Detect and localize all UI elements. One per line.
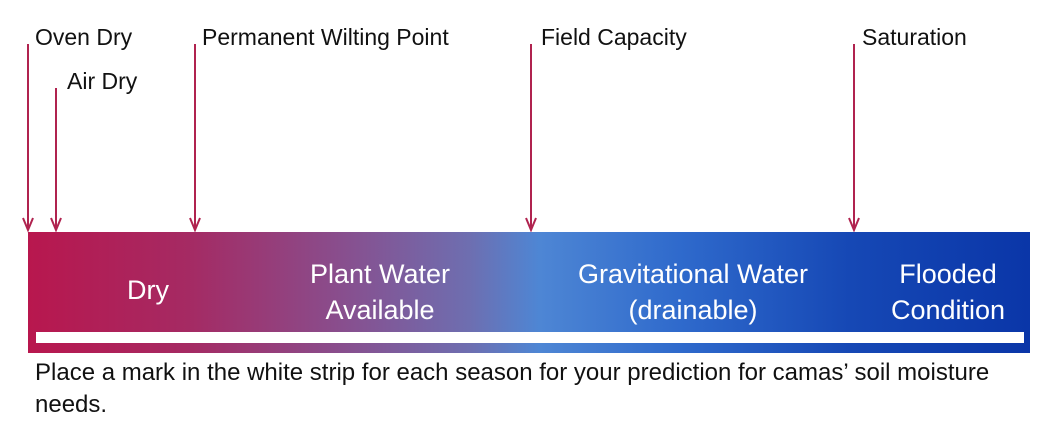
marker-arrows (22, 44, 860, 233)
air-dry-label: Air Dry (67, 68, 138, 94)
zone-plant-water-line2: Available (325, 295, 435, 325)
field-capacity-label: Field Capacity (541, 24, 687, 50)
saturation-arrowhead (848, 217, 860, 233)
white-marking-strip[interactable] (36, 332, 1024, 343)
zone-flooded-line1: Flooded (899, 259, 997, 289)
saturation-label: Saturation (862, 24, 967, 50)
instruction-text: Place a mark in the white strip for each… (35, 359, 990, 418)
permanent-wilting-point-arrowhead (189, 217, 201, 233)
zone-flooded-condition: Flooded Condition (872, 256, 1024, 328)
oven-dry-label: Oven Dry (35, 24, 133, 50)
zone-dry: Dry (108, 272, 188, 308)
zone-plant-water-line1: Plant Water (309, 259, 451, 289)
zone-gravitational-line1: Gravitational Water (577, 259, 809, 289)
zone-gravitational-water: Gravitational Water (drainable) (555, 256, 831, 328)
zone-dry-label: Dry (127, 275, 169, 305)
zone-plant-water-available: Plant Water Available (280, 256, 480, 328)
permanent-wilting-point-label: Permanent Wilting Point (202, 24, 449, 50)
field-capacity-arrowhead (525, 217, 537, 233)
oven-dry-arrowhead (22, 217, 34, 233)
zone-flooded-line2: Condition (890, 295, 1006, 325)
air-dry-arrowhead (50, 217, 62, 233)
zone-gravitational-line2: (drainable) (628, 295, 758, 325)
